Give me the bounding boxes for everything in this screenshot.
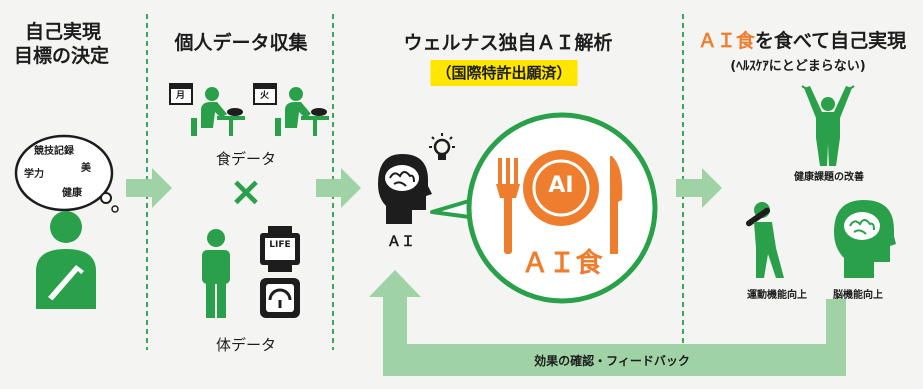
food-data-label: 食データ	[215, 150, 277, 168]
flow-arrow-2	[316, 168, 361, 208]
brain-head-icon	[834, 200, 896, 278]
bubble-item-record: 競技記録	[34, 146, 74, 157]
col4-title-highlight: ＡＩ食	[697, 30, 755, 52]
improve-motor-label: 運動機能向上	[747, 290, 807, 301]
standing-person-icon	[202, 229, 230, 318]
feedback-label: 効果の確認・フィードバック	[534, 354, 690, 368]
eating-person-icon	[253, 83, 329, 136]
col1-title-line1: 自己実現	[25, 21, 102, 43]
col1-title-line2: 目標の決定	[14, 45, 110, 67]
col4-subtitle: (ﾍﾙｽｹｱにとどまらない)	[730, 59, 866, 74]
col4-title: ＡＩ食を食べて自己実現	[698, 30, 906, 52]
improve-health-label: 健康課題の改善	[794, 172, 864, 183]
thinking-person-icon	[36, 211, 96, 309]
ai-label: ＡＩ	[387, 234, 415, 250]
ai-food-label: ＡＩ食	[521, 248, 603, 279]
body-data-label: 体データ	[215, 336, 277, 354]
ai-head-icon	[378, 154, 432, 224]
col4-title-rest: を食べて自己実現	[754, 30, 907, 52]
bubble-item-beauty: 美	[81, 163, 91, 174]
bubble-item-health: 健康	[62, 188, 82, 199]
lightbulb-icon	[429, 133, 455, 160]
baseball-player-icon	[745, 202, 784, 278]
col2-title: 個人データ収集	[174, 32, 308, 54]
thought-bubble	[14, 134, 119, 213]
calendar-tue: 火	[260, 91, 270, 101]
col3-title: ウェルナス独自ＡＩ解析	[403, 32, 613, 54]
scale-icon	[260, 278, 300, 318]
smartwatch-icon	[260, 226, 300, 272]
flow-arrow-3	[676, 168, 722, 208]
watch-label: LIFE	[269, 240, 291, 250]
feedback-loop	[369, 270, 846, 376]
cross-mark: ×	[229, 169, 263, 215]
flow-arrow-1	[126, 168, 172, 208]
eating-person-icon	[169, 83, 245, 136]
plate-ai-label: AI	[548, 173, 574, 198]
bubble-item-academic: 学力	[24, 169, 44, 180]
cheering-person-icon	[801, 85, 855, 166]
calendar-mon: 月	[176, 91, 186, 101]
ai-meal-circle	[466, 112, 658, 304]
patent-badge: （国際特許出願済）	[430, 60, 578, 86]
improve-brain-label: 脳機能向上	[833, 290, 883, 301]
